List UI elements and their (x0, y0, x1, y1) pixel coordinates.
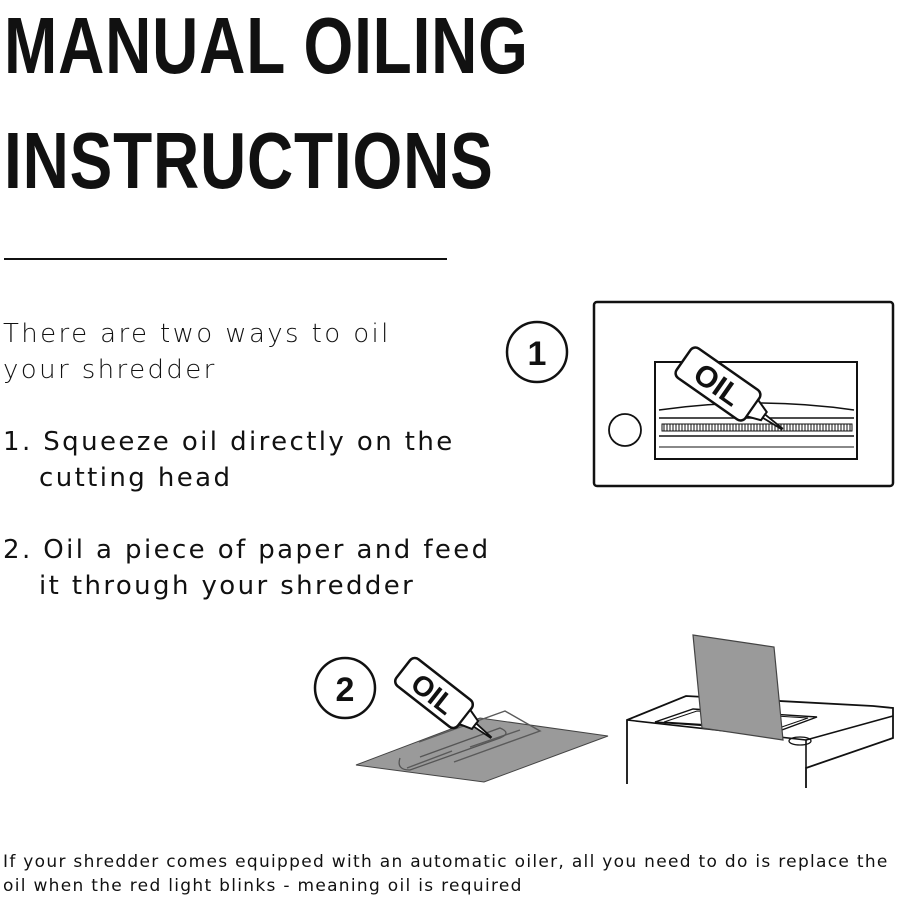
step-1-badge: 1 (505, 320, 569, 384)
step-1-number: 1 (528, 335, 547, 373)
oil-bottle-2: OIL (393, 656, 493, 739)
title-line-1: MANUAL OILING (4, 1, 529, 90)
intro-line-1: There are two ways to oil (3, 319, 391, 349)
intro-line-2: your shredder (3, 355, 217, 385)
intro-text: There are two ways to oil your shredder (3, 316, 483, 388)
step-2-badge: 2 (313, 656, 377, 720)
title-divider (4, 258, 447, 260)
steps-list: 1. Squeeze oil directly on the cutting h… (3, 424, 493, 640)
step-2-number: 2 (336, 671, 355, 709)
step-1: 1. Squeeze oil directly on the cutting h… (3, 427, 455, 493)
title-line-2: INSTRUCTIONS (4, 116, 494, 205)
step-2: 2. Oil a piece of paper and feed it thro… (3, 535, 491, 601)
shredder-head-illustration: OIL (592, 300, 895, 488)
oiled-paper (355, 710, 609, 783)
footer-note: If your shredder comes equipped with an … (3, 852, 889, 896)
cutting-teeth (663, 424, 851, 431)
shredder-illustration (626, 634, 894, 788)
